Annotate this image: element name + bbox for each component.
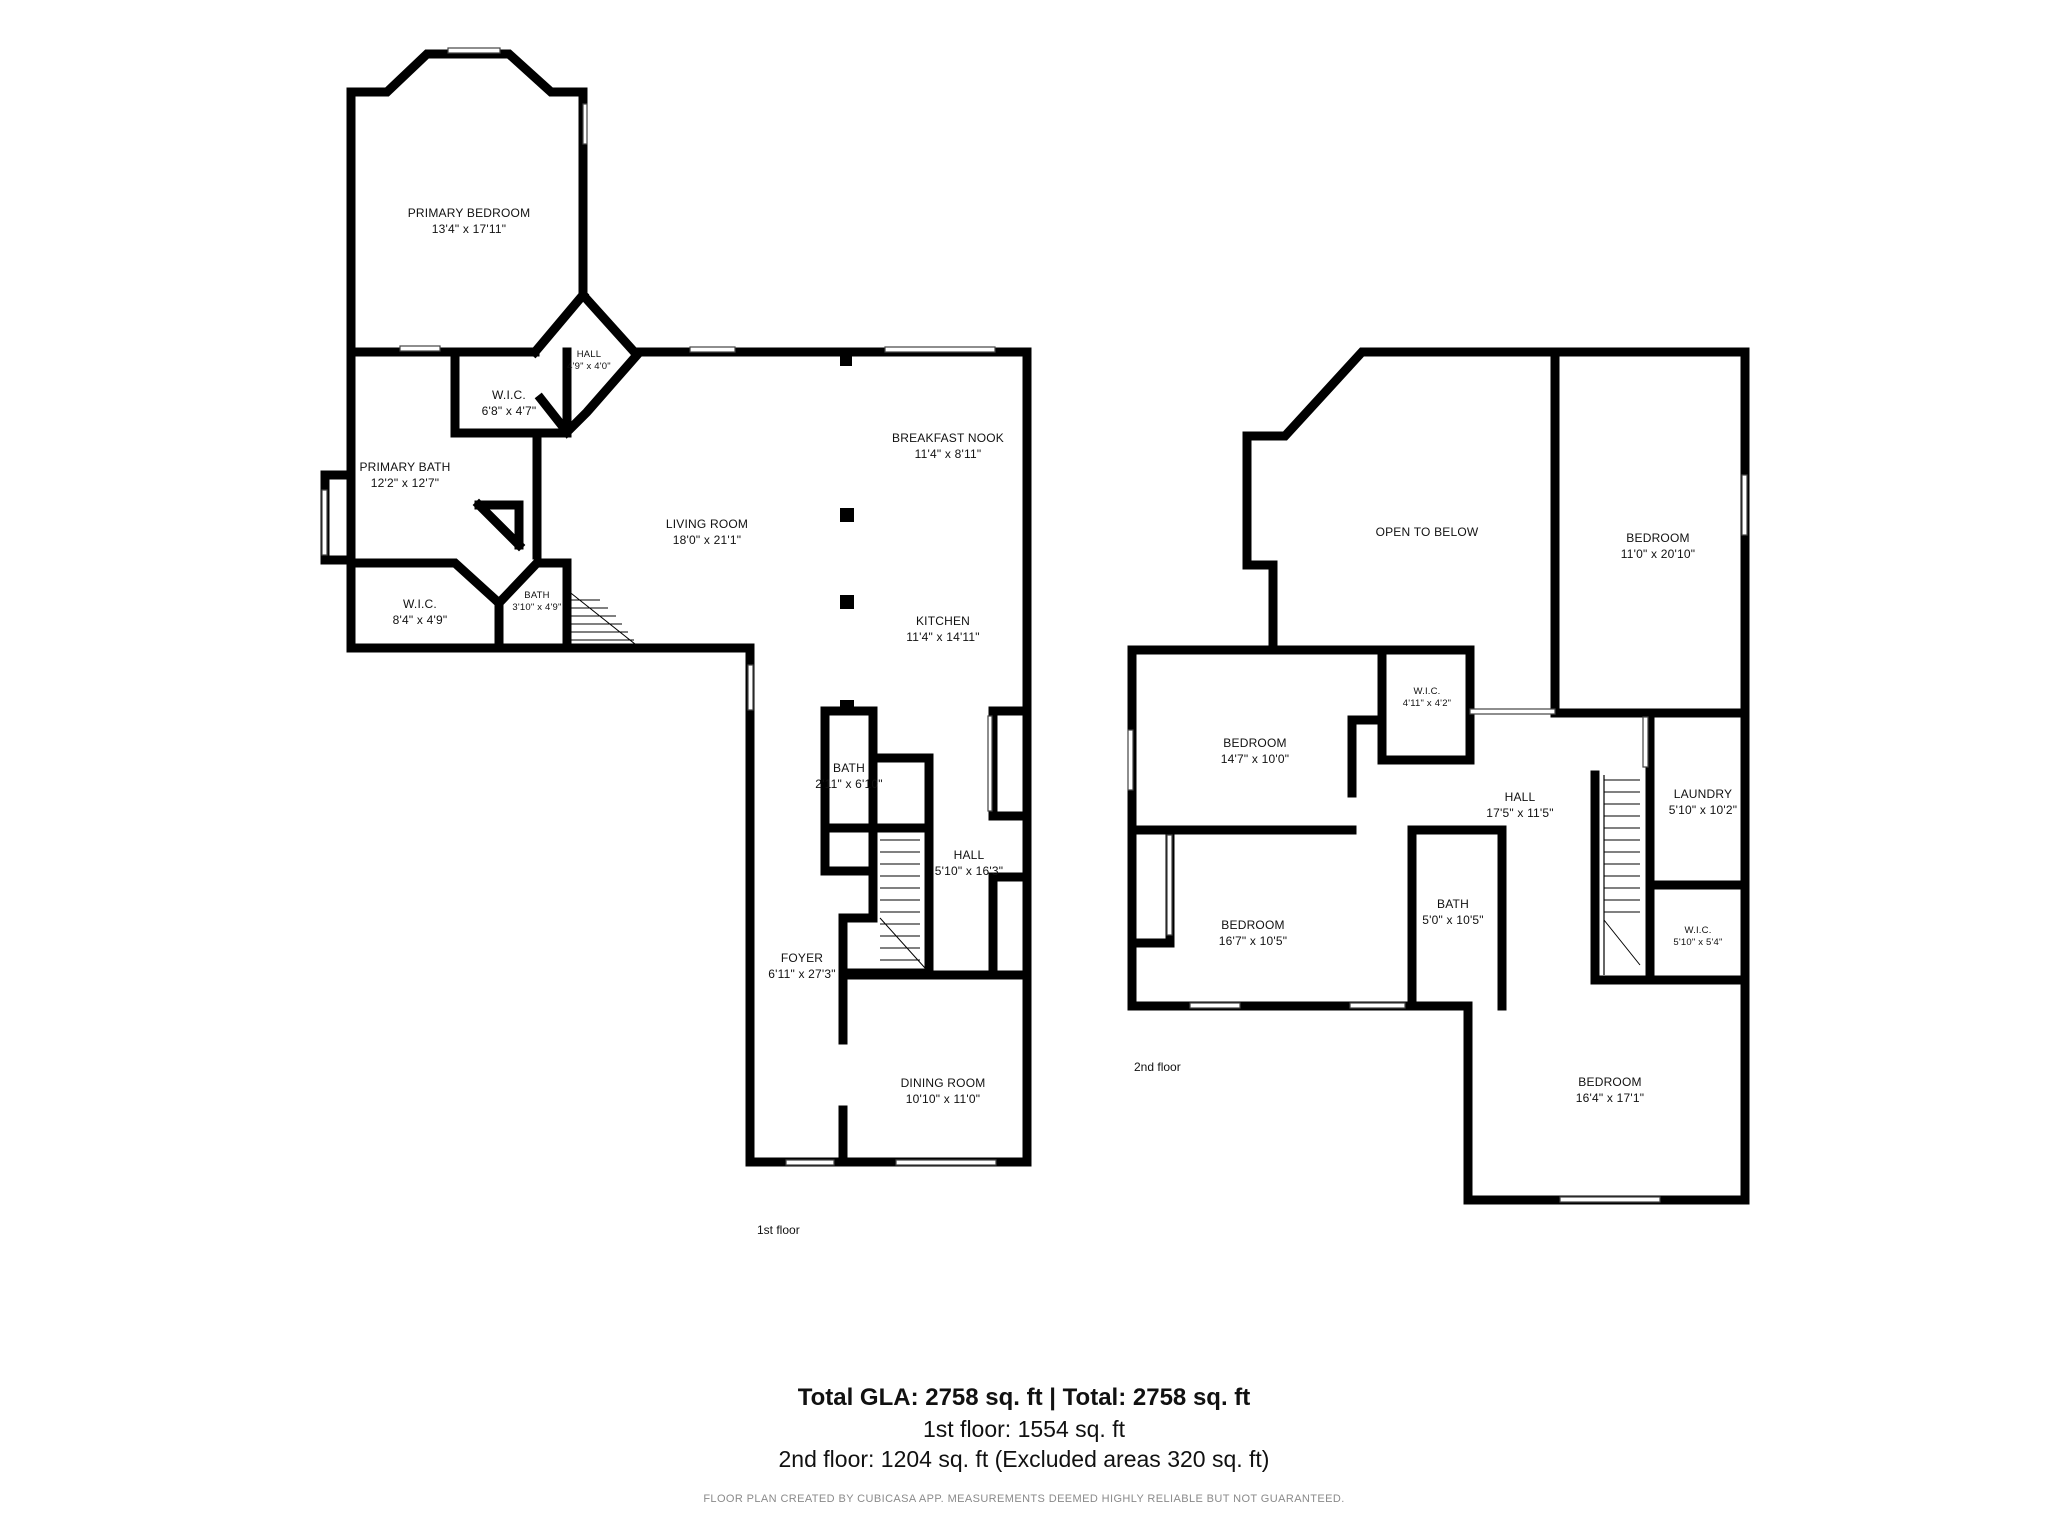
room-name: BEDROOM (1223, 736, 1287, 750)
room-dims: 11'4" x 8'11" (914, 447, 982, 461)
room-dims: 12'2" x 12'7" (370, 476, 440, 490)
room-dims: 6'8" x 4'7" (481, 404, 537, 418)
second-floor-label: 2nd floor (1134, 1060, 1181, 1074)
room-dims: 16'4" x 17'1" (1575, 1091, 1645, 1105)
room-dims: 18'0" x 21'1" (672, 533, 742, 547)
room-kitchen: KITCHEN 11'4" x 14'11" (906, 613, 980, 645)
second-floor-windows (1127, 474, 1748, 1203)
room-name: LIVING ROOM (665, 517, 749, 531)
room-name: OPEN TO BELOW (1375, 525, 1479, 539)
second-floor-stairs (1603, 775, 1641, 975)
room-open-to-below: OPEN TO BELOW (1376, 524, 1479, 540)
second-floor-area: 2nd floor: 1204 sq. ft (Excluded areas 3… (778, 1446, 1270, 1472)
first-floor-windows (321, 47, 997, 1166)
room-bedroom-3: BEDROOM 16'7" x 10'5" (1219, 917, 1287, 949)
room-dims: 8'4" x 4'9" (392, 613, 448, 627)
room-name: BEDROOM (1221, 918, 1285, 932)
room-living-room: LIVING ROOM 18'0" x 21'1" (666, 516, 748, 548)
room-dims: 2'11" x 6'10" (815, 777, 883, 791)
room-name: BEDROOM (1578, 1075, 1642, 1089)
room-dims: 4'11" x 4'2" (1402, 698, 1452, 709)
room-dims: 5'0" x 10'5" (1422, 913, 1484, 927)
room-bath-3: BATH 5'0" x 10'5" (1422, 896, 1484, 928)
room-bedroom-2: BEDROOM 14'7" x 10'0" (1221, 735, 1289, 767)
room-dims: 11'0" x 20'10" (1620, 547, 1696, 561)
room-dims: 17'5" x 11'5" (1486, 806, 1554, 820)
room-bedroom-1: BEDROOM 11'0" x 20'10" (1621, 530, 1695, 562)
room-dims: 4'9" x 4'0" (567, 361, 611, 372)
room-foyer: FOYER 6'11" x 27'3" (768, 950, 836, 982)
room-wic-4: W.I.C. 5'10" x 5'4" (1673, 925, 1722, 949)
room-name: HALL (576, 349, 602, 360)
room-name: DINING ROOM (900, 1076, 986, 1090)
room-name: HALL (1504, 790, 1536, 804)
room-dims: 14'7" x 10'0" (1220, 752, 1290, 766)
room-dims: 5'10" x 5'4" (1673, 937, 1723, 948)
first-floor-stairs (566, 589, 926, 969)
room-dims: 13'4" x 17'11" (431, 222, 507, 236)
room-name: PRIMARY BEDROOM (407, 206, 531, 220)
room-name: HALL (953, 848, 985, 862)
room-name: PRIMARY BATH (359, 460, 451, 474)
room-dims: 5'10" x 10'2" (1668, 803, 1738, 817)
room-name: KITCHEN (915, 614, 971, 628)
room-name: BATH (524, 590, 550, 601)
total-area: Total GLA: 2758 sq. ft | Total: 2758 sq.… (797, 1384, 1251, 1411)
room-dims: 16'7" x 10'5" (1218, 934, 1288, 948)
room-primary-bedroom: PRIMARY BEDROOM 13'4" x 17'11" (408, 205, 531, 237)
first-floor-walls (320, 49, 1032, 1167)
room-name: W.I.C. (1413, 686, 1441, 697)
room-wic-3: W.I.C. 4'11" x 4'2" (1403, 686, 1452, 710)
room-dining-room: DINING ROOM 10'10" x 11'0" (901, 1075, 986, 1107)
room-name: FOYER (780, 951, 824, 965)
room-name: W.I.C. (403, 597, 437, 611)
area-summary: Total GLA: 2758 sq. ft | Total: 2758 sq.… (0, 1382, 2048, 1474)
room-name: LAUNDRY (1673, 787, 1733, 801)
room-laundry: LAUNDRY 5'10" x 10'2" (1669, 786, 1737, 818)
room-hall-2: HALL 5'10" x 16'3" (935, 847, 1003, 879)
room-name: W.I.C. (1684, 925, 1712, 936)
room-hall-1: HALL 4'9" x 4'0" (567, 349, 611, 373)
room-hall-3: HALL 17'5" x 11'5" (1486, 789, 1554, 821)
room-wic-2: W.I.C. 8'4" x 4'9" (393, 596, 448, 628)
second-floor-walls (1127, 347, 1750, 1205)
room-name: BEDROOM (1626, 531, 1690, 545)
room-name: BREAKFAST NOOK (892, 431, 1004, 445)
room-name: BATH (1437, 897, 1469, 911)
room-breakfast-nook: BREAKFAST NOOK 11'4" x 8'11" (892, 430, 1004, 462)
room-primary-bath: PRIMARY BATH 12'2" x 12'7" (359, 459, 450, 491)
first-floor-area: 1st floor: 1554 sq. ft (922, 1416, 1125, 1442)
room-bath-1: BATH 3'10" x 4'9" (512, 590, 561, 614)
room-dims: 10'10" x 11'0" (905, 1092, 981, 1106)
room-name: BATH (833, 761, 865, 775)
room-dims: 5'10" x 16'3" (934, 864, 1004, 878)
disclaimer: FLOOR PLAN CREATED BY CUBICASA APP. MEAS… (703, 1493, 1345, 1505)
room-dims: 11'4" x 14'11" (906, 630, 980, 644)
room-name: W.I.C. (492, 388, 526, 402)
first-floor-columns (840, 354, 854, 712)
room-wic-1: W.I.C. 6'8" x 4'7" (482, 387, 537, 419)
room-dims: 3'10" x 4'9" (512, 602, 562, 613)
room-bath-2: BATH 2'11" x 6'10" (815, 760, 883, 792)
first-floor-label: 1st floor (757, 1223, 800, 1237)
room-dims: 6'11" x 27'3" (768, 967, 836, 981)
room-bedroom-4: BEDROOM 16'4" x 17'1" (1576, 1074, 1644, 1106)
